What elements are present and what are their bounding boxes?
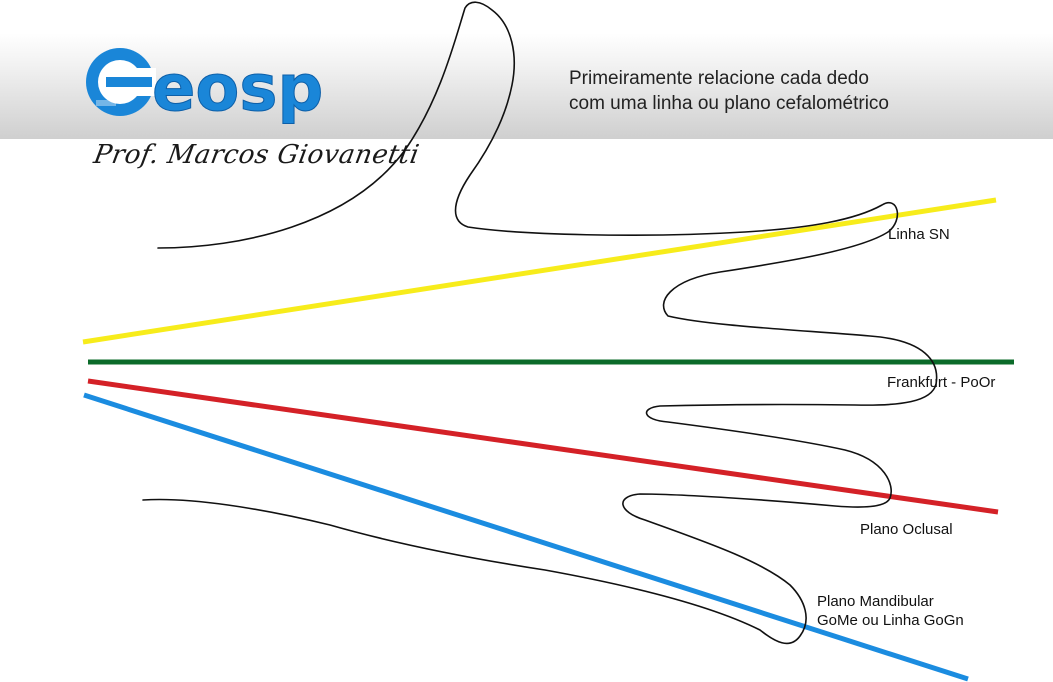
label-mandibular-line-2: GoMe ou Linha GoGn bbox=[817, 612, 964, 629]
label-frankfurt: Frankfurt - PoOr bbox=[887, 374, 996, 391]
label-mandibular: Plano Mandibular GoMe ou Linha GoGn bbox=[817, 592, 964, 630]
instruction-line-1: Primeiramente relacione cada dedo bbox=[569, 68, 869, 89]
instruction-text: Primeiramente relacione cada dedo com um… bbox=[569, 66, 889, 116]
hand-outline bbox=[142, 1, 938, 645]
mandibular-line bbox=[83, 392, 969, 682]
header-banner bbox=[0, 33, 1053, 139]
ceosp-logo: eosp bbox=[86, 48, 324, 126]
instruction-line-2: com uma linha ou plano cefalométrico bbox=[569, 93, 890, 114]
label-sn: Linha SN bbox=[888, 226, 950, 243]
label-mandibular-line-1: Plano Mandibular bbox=[817, 593, 934, 610]
sn-line bbox=[82, 197, 997, 345]
logo-wordmark: eosp bbox=[152, 52, 323, 126]
label-oclusal: Plano Oclusal bbox=[860, 521, 953, 538]
oclusal-line bbox=[87, 378, 999, 515]
